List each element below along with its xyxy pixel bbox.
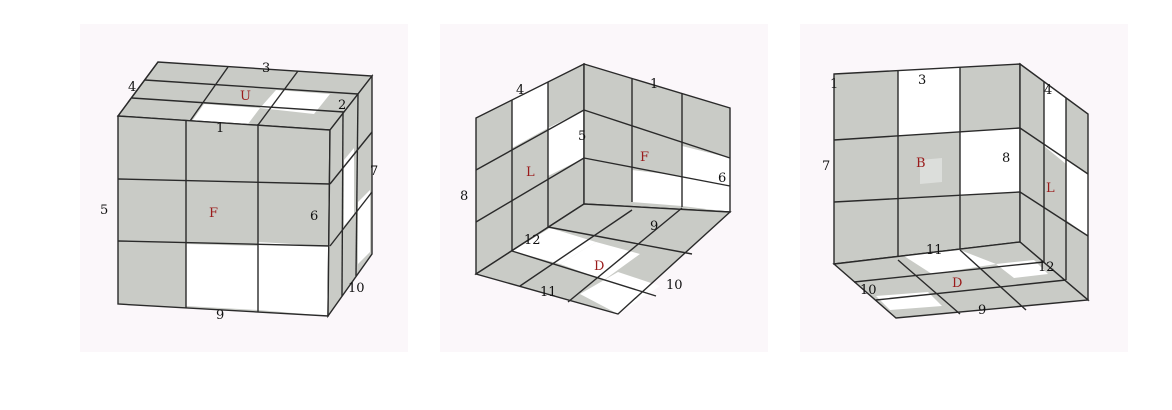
cube-3-svg: B L D 1 3 4 7 8 9 10 11 12: [822, 62, 1090, 319]
cube-diagram-2: L F D 1 4 5 6 8 9 10 11 12: [440, 24, 768, 352]
face-label-D: D: [952, 276, 962, 291]
white-facelet: [632, 170, 682, 206]
edge-number-5: 5: [100, 203, 108, 218]
edge-number-4: 4: [1044, 83, 1052, 98]
white-facelet: [996, 260, 1048, 278]
cube-diagram-1: U F 1 2 3 4 5 6 7 9 10: [80, 24, 408, 352]
white-facelet: [682, 146, 730, 212]
white-facelet: [904, 250, 996, 274]
edge-number-9: 9: [978, 303, 986, 318]
white-facelet: [358, 190, 370, 264]
edge-number-7: 7: [822, 159, 830, 174]
edge-number-10: 10: [666, 278, 683, 293]
face-label-U: U: [240, 89, 251, 104]
edge-number-1: 1: [650, 77, 658, 92]
edge-number-6: 6: [310, 209, 318, 224]
edge-number-10: 10: [348, 281, 365, 296]
edge-number-11: 11: [540, 285, 557, 300]
edge-number-4: 4: [128, 80, 136, 95]
edge-number-11: 11: [926, 243, 943, 258]
edge-number-9: 9: [216, 308, 224, 323]
edge-number-2: 2: [338, 98, 346, 113]
edge-number-1: 1: [830, 77, 838, 92]
white-facelet: [344, 148, 354, 226]
edge-number-10: 10: [860, 283, 877, 298]
white-facelet: [898, 67, 960, 136]
white-facelet: [548, 110, 584, 176]
face-label-D: D: [594, 259, 604, 274]
white-facelet: [560, 242, 640, 280]
edge-number-1: 1: [216, 121, 224, 136]
white-facelet: [258, 242, 328, 316]
cube-2-svg: L F D 1 4 5 6 8 9 10 11 12: [460, 62, 732, 315]
edge-number-12: 12: [1038, 260, 1055, 275]
white-facelet: [512, 82, 548, 148]
edge-number-12: 12: [524, 233, 541, 248]
cube-diagram-3: B L D 1 3 4 7 8 9 10 11 12: [800, 24, 1128, 352]
white-facelet: [580, 272, 660, 314]
face-label-B: B: [916, 156, 926, 171]
face-label-F: F: [640, 150, 649, 165]
edge-number-3: 3: [918, 73, 926, 88]
edge-number-3: 3: [262, 61, 270, 76]
white-facelet: [186, 244, 258, 310]
white-facelet: [876, 292, 942, 310]
edge-number-8: 8: [460, 189, 468, 204]
face-label-F: F: [209, 206, 218, 221]
edge-number-5: 5: [578, 129, 586, 144]
white-facelet: [512, 228, 596, 264]
edge-number-4: 4: [516, 83, 524, 98]
face-label-L: L: [1046, 181, 1055, 196]
edge-number-6: 6: [718, 171, 726, 186]
cube-1-svg: U F 1 2 3 4 5 6 7 9 10: [100, 61, 378, 323]
edge-number-8: 8: [1002, 151, 1010, 166]
edge-number-7: 7: [370, 164, 378, 179]
face-label-L: L: [526, 165, 535, 180]
white-facelet: [960, 128, 1020, 196]
white-facelet: [1044, 82, 1066, 164]
edge-number-9: 9: [650, 219, 658, 234]
white-facelet: [1066, 158, 1088, 236]
